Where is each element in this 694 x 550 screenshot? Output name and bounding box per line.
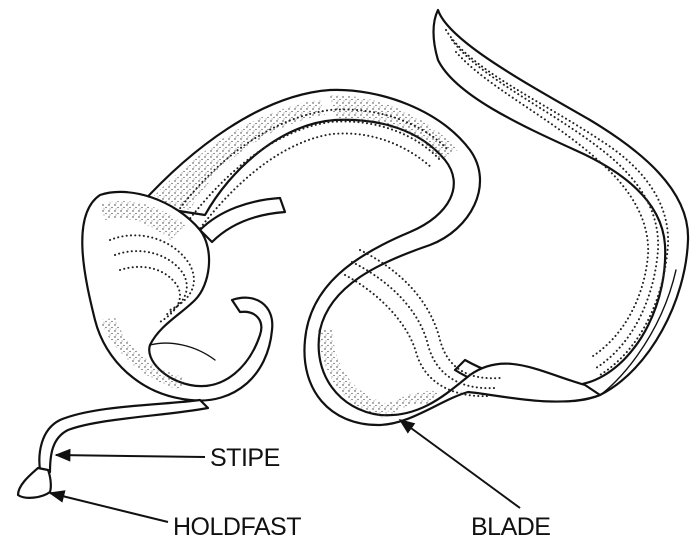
blade-label: BLADE [471, 513, 550, 541]
stipe [39, 400, 208, 472]
holdfast-label: HOLDFAST [173, 513, 301, 541]
stipe-label: STIPE [210, 444, 280, 472]
blade-leader-line [400, 420, 520, 508]
stipe-leader-line [56, 455, 205, 457]
blade-connector [200, 198, 285, 242]
holdfast [18, 468, 51, 498]
holdfast-leader-line [50, 493, 168, 522]
blade-left-loop [82, 192, 272, 401]
